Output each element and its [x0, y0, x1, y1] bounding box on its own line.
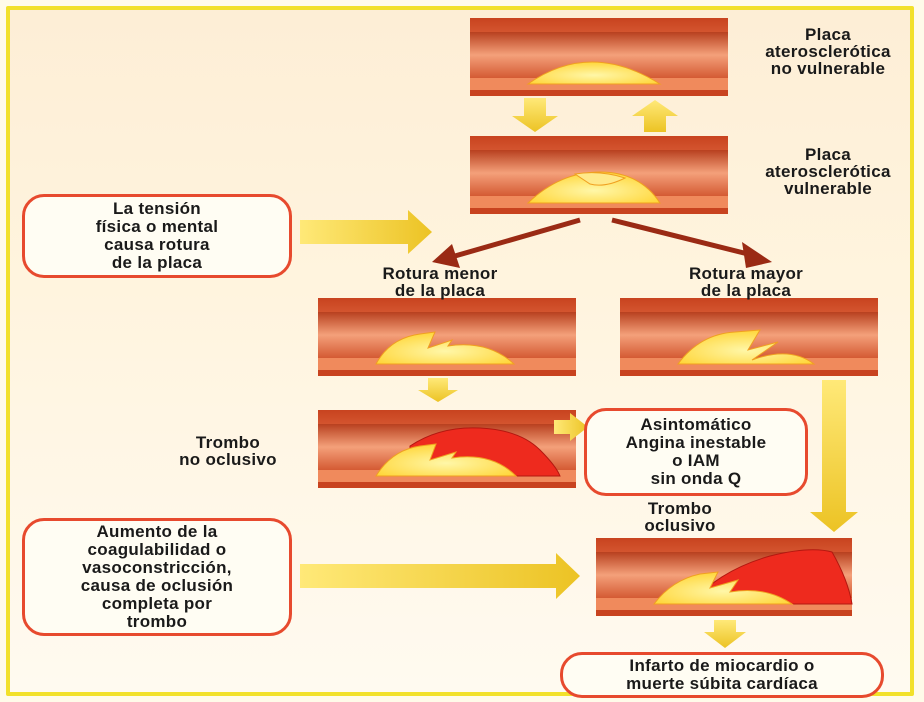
vessel-occlusive-thrombus	[596, 538, 852, 616]
arrow-right-tension	[300, 210, 432, 254]
box-physical-mental-stress-text: La tensión física o mental causa rotura …	[96, 200, 219, 272]
label-nonvulnerable-plaque: Placa aterosclerótica no vulnerable	[738, 26, 918, 77]
vessel-minor-rupture	[318, 298, 576, 376]
arrow-right-coagulability	[300, 553, 580, 599]
arrow-to-minor-rupture	[432, 220, 580, 268]
label-minor-rupture: Rotura menor de la placa	[330, 265, 550, 299]
arrow-down-occlusive-to-infarct	[704, 620, 746, 648]
label-major-rupture: Rotura mayor de la placa	[636, 265, 856, 299]
box-infarct-sudden-death-text: Infarto de miocardio o muerte súbita car…	[626, 657, 818, 693]
box-asymptomatic-outcomes-text: Asintomático Angina inestable o IAM sin …	[626, 416, 767, 488]
vessel-major-rupture	[620, 298, 878, 376]
box-coagulability: Aumento de la coagulabilidad o vasoconst…	[22, 518, 292, 636]
vessel-nonocclusive-thrombus	[318, 410, 576, 488]
arrow-to-major-rupture	[612, 220, 772, 268]
arrow-down-major-to-occlusive	[810, 380, 858, 532]
box-infarct-sudden-death: Infarto de miocardio o muerte súbita car…	[560, 652, 884, 698]
label-vulnerable-plaque: Placa aterosclerótica vulnerable	[738, 146, 918, 197]
arrow-down-minor-to-nonocclusive	[418, 378, 458, 402]
vessel-nonvulnerable	[470, 18, 728, 96]
label-occlusive-thrombus: Trombo oclusivo	[610, 500, 750, 534]
arrow-up-vulnerable-to-nonvulnerable	[632, 100, 678, 132]
box-physical-mental-stress: La tensión física o mental causa rotura …	[22, 194, 292, 278]
vessel-vulnerable	[470, 136, 728, 214]
label-nonocclusive-thrombus: Trombo no oclusivo	[148, 434, 308, 468]
box-asymptomatic-outcomes: Asintomático Angina inestable o IAM sin …	[584, 408, 808, 496]
arrow-down-nonvulnerable-to-vulnerable	[512, 98, 558, 132]
box-coagulability-text: Aumento de la coagulabilidad o vasoconst…	[81, 523, 233, 631]
